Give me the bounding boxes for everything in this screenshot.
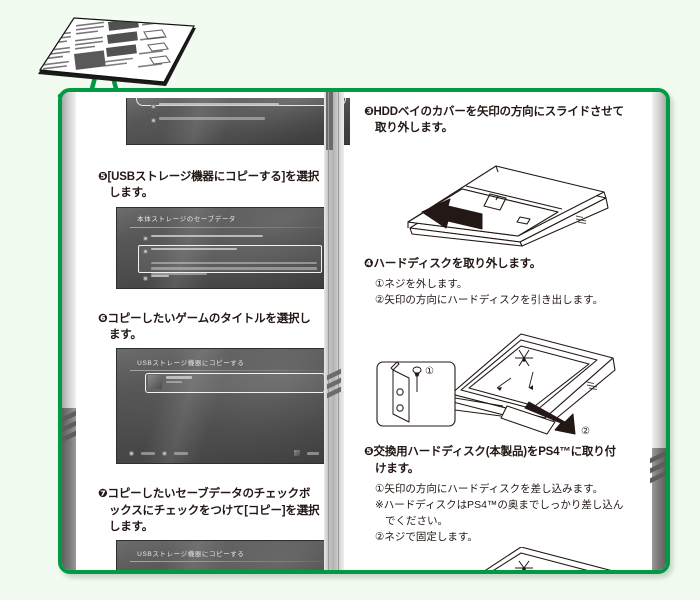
ui-game-row[interactable] — [166, 376, 192, 384]
enter-button-icon — [129, 451, 134, 457]
ui-screen-title: USBストレージ機器にコピーする — [137, 360, 245, 368]
screenshot-step-5: 本体ストレージのセーブデータ — [116, 206, 342, 289]
delete-icon — [143, 275, 148, 281]
step-subline: ①ネジを外します。 — [375, 277, 468, 290]
step-heading-text: ❺[USBストレージ機器にコピーする]を選択します。 — [98, 171, 320, 200]
step-subline: ②矢印の方向にハードディスクを引き出します。 — [375, 294, 604, 307]
illustration-install-hard-disk: ② — [484, 546, 612, 570]
ui-row[interactable] — [151, 103, 301, 109]
page-edge-stripes-right — [650, 449, 666, 494]
book-spine — [324, 92, 344, 570]
ui-footer-options — [294, 450, 319, 457]
manual-booklet-thumbnail — [18, 8, 198, 94]
page-edge-left — [62, 408, 76, 570]
step-heading-text: ❼コピーしたいセーブデータのチェックボックスにチェックをつけて[コピー]を選択し… — [98, 488, 320, 533]
ui-screen-title: USBストレージ機器にコピーする — [137, 551, 245, 559]
step-heading: ❼コピーしたいセーブデータのチェックボックスにチェックをつけて[コピー]を選択し… — [98, 486, 320, 535]
illustration-remove-hard-disk: ② ① — [376, 333, 616, 437]
illustration-slide-hdd-bay-cover — [407, 165, 609, 247]
step-heading-text: ❹ハードディスクを取り外します。 — [364, 257, 542, 270]
back-button-icon — [162, 451, 167, 457]
left-page: ❺[USBストレージ機器にコピーする]を選択します。 本体ストレージのセーブデー… — [76, 92, 356, 570]
spine-stripes — [327, 368, 341, 406]
screenshot-step-6: USBストレージ機器にコピーする — [116, 348, 342, 465]
game-thumbnail — [148, 375, 162, 390]
step-heading: ❹ハードディスクを取り外します。 — [364, 256, 626, 272]
svg-text:①: ① — [425, 366, 434, 377]
ui-row[interactable] — [151, 117, 301, 123]
screenshot-step-7: USBストレージ機器にコピーする — [116, 540, 342, 570]
step-heading-text: ❻コピーしたいゲームのタイトルを選択します。 — [98, 312, 311, 341]
ui-footer-hints — [129, 450, 188, 457]
step-heading-text: ❸HDDベイのカバーを矢印の方向にスライドさせて取り外します。 — [364, 106, 624, 135]
step-heading: ❺交換用ハードディスク(本製品)をPS4™に取り付けます。 — [364, 444, 626, 477]
ui-menu-item[interactable] — [143, 234, 303, 241]
right-page: ❸HDDベイのカバーを矢印の方向にスライドさせて取り外します。 — [350, 92, 638, 570]
step-subline: ①矢印の方向にハードディスクを差し込みます。 — [375, 483, 604, 496]
save-data-icon — [151, 104, 156, 109]
copy-icon — [143, 248, 148, 254]
ui-menu-item-selected[interactable] — [143, 247, 318, 276]
step-subline: ※ハードディスクはPS4™の奥までしっかり差し込んでください。 — [375, 499, 624, 527]
magnified-spread: ❺[USBストレージ機器にコピーする]を選択します。 本体ストレージのセーブデー… — [58, 88, 670, 574]
upload-icon — [143, 235, 148, 241]
options-button-icon — [294, 450, 300, 457]
step-heading-text: ❺交換用ハードディスク(本製品)をPS4™に取り付けます。 — [364, 446, 616, 475]
step-heading: ❸HDDベイのカバーを矢印の方向にスライドさせて取り外します。 — [364, 104, 626, 137]
save-data-icon — [151, 118, 156, 123]
screenshot-top-partial — [126, 98, 356, 145]
step-subline: ②ネジで固定します。 — [375, 530, 478, 543]
ui-menu-item[interactable] — [143, 274, 263, 281]
ui-screen-title: 本体ストレージのセーブデータ — [137, 216, 237, 224]
step-heading: ❺[USBストレージ機器にコピーする]を選択します。 — [98, 169, 320, 202]
svg-text:②: ② — [581, 426, 590, 437]
step-heading: ❻コピーしたいゲームのタイトルを選択します。 — [98, 311, 320, 344]
